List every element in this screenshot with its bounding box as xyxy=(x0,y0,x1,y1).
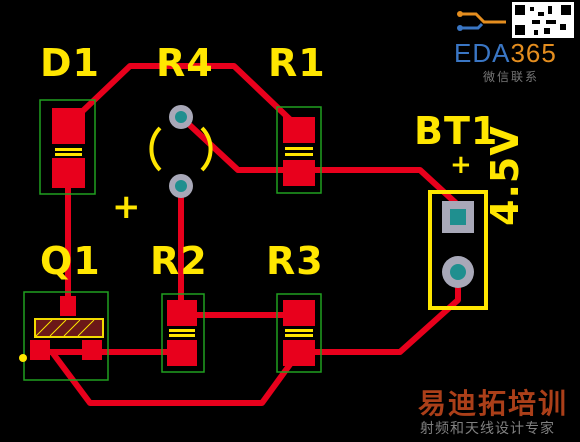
designator-bt1: BT1 xyxy=(414,109,499,153)
battery-voltage-label: 4.5V xyxy=(483,125,527,226)
designator-q1: Q1 xyxy=(40,239,101,283)
circuit-logo-icon xyxy=(457,11,506,31)
trace-d1-r1 xyxy=(65,63,302,131)
designator-r1: R1 xyxy=(268,41,326,85)
designator-r4: R4 xyxy=(156,41,214,85)
designator-d1: D1 xyxy=(40,41,100,85)
watermark-brand: EDA365 xyxy=(454,38,557,68)
r4-footprint[interactable] xyxy=(149,105,213,198)
d1-footprint[interactable] xyxy=(52,108,85,188)
r3-footprint[interactable] xyxy=(283,300,315,366)
watermark-subtitle: 微信联系 xyxy=(483,70,540,84)
designator-r3: R3 xyxy=(266,239,324,283)
designator-r2: R2 xyxy=(150,239,208,283)
courtyards xyxy=(23,99,322,381)
qr-code-icon xyxy=(512,2,574,38)
bt1-footprint[interactable] xyxy=(428,190,488,310)
watermark-cn-subtitle: 射频和天线设计专家 xyxy=(420,420,555,436)
trace-q1-r3 xyxy=(49,349,302,406)
r4-plus-sign: + xyxy=(112,187,142,227)
r2-footprint[interactable] xyxy=(167,300,197,366)
trace-bt1-r3 xyxy=(296,269,461,355)
bt1-plus-sign: + xyxy=(450,150,473,180)
watermark-cn-title: 易迪拓培训 xyxy=(418,388,569,419)
r1-footprint[interactable] xyxy=(283,117,315,186)
q1-footprint[interactable] xyxy=(19,296,104,362)
copper-traces xyxy=(37,63,461,406)
